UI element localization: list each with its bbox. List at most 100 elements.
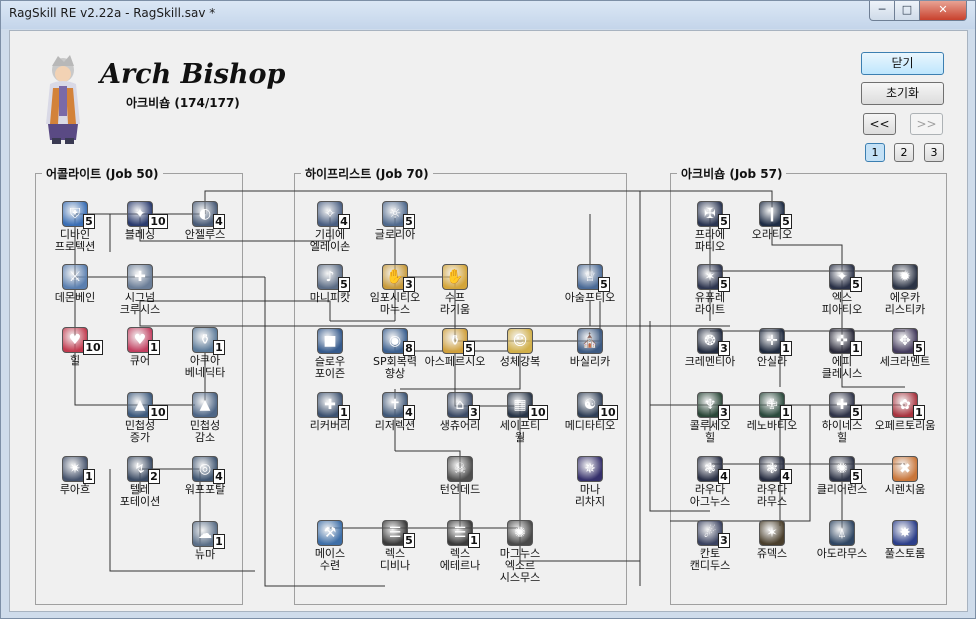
epiclesis-icon[interactable]: ✜1 [829,328,862,356]
skill-suffragium[interactable]: ✋수프 라기움 [415,264,495,324]
heart-icon[interactable]: ♥1 [127,327,160,355]
sanctuary-icon[interactable]: ⌂3 [447,392,480,420]
judex-icon[interactable]: ✶ [759,520,785,546]
skill-basilica[interactable]: ⛪바실리카 [550,328,630,388]
pneuma-icon[interactable]: ☁1 [192,521,225,549]
teleport-icon[interactable]: ↯2 [127,456,160,484]
bottle-icon[interactable]: ⚱5 [442,328,475,356]
skill-signum-crucis[interactable]: ✚시그넘 크루시스 [100,264,180,324]
ancilla-icon[interactable]: ✛1 [759,328,792,356]
judex-icon[interactable]: ✶5 [697,264,730,292]
blessing-icon[interactable]: ✦10 [127,201,168,229]
minimize-button[interactable]: ─ [869,1,895,21]
expiatio-icon[interactable]: ✦5 [829,264,862,292]
skill-mana-recharge[interactable]: ✵마나 리차지 [550,456,630,516]
resurrection-icon[interactable]: ✝4 [382,392,415,420]
mana-icon[interactable]: ✵ [577,456,603,482]
sacrament-icon[interactable]: ✥5 [892,328,925,356]
page-3-button[interactable]: 3 [924,143,944,162]
skill-silentium[interactable]: ✖시렌치움 [865,456,945,516]
skill-mace-mastery[interactable]: ⚒메이스 수련 [290,520,370,580]
magnus-icon[interactable]: ✺ [507,520,533,546]
ruwach-icon[interactable]: ✷1 [62,456,95,484]
close-window-button[interactable]: ✕ [919,1,967,21]
angelus-icon[interactable]: ◐4 [192,201,225,229]
clementia-icon[interactable]: ❂3 [697,328,730,356]
wall-icon[interactable]: ▦10 [507,392,548,420]
gloria-icon[interactable]: ☼5 [382,201,415,229]
reset-button[interactable]: 초기화 [861,82,944,105]
page-1-button[interactable]: 1 [865,143,885,162]
skill-slow-poison[interactable]: ■슬로우 포이즌 [290,328,370,388]
bottle-icon[interactable]: ⚱1 [192,327,225,355]
sword-icon[interactable]: ⚔ [62,264,88,290]
renovatio-icon[interactable]: ✙1 [759,392,792,420]
highness-icon[interactable]: ✚5 [829,392,862,420]
offertorium-icon[interactable]: ✿1 [892,392,925,420]
sp-icon[interactable]: ◉8 [382,328,415,356]
lauda-icon[interactable]: ❃4 [697,456,730,484]
basilica-icon[interactable]: ⛪ [577,328,603,354]
cross-icon[interactable]: ✚ [127,264,153,290]
shield-icon[interactable]: ⛨5 [62,201,95,229]
silentium-icon[interactable]: ✖ [892,456,918,482]
title-bar[interactable]: RagSkill RE v2.22a - RagSkill.sav * ─ □ … [1,1,975,29]
skill-epiclesis-star[interactable]: ✹에우카 리스티카 [865,264,945,324]
skill-demon-bane[interactable]: ⚔데몬베인 [35,264,115,324]
lauda-icon[interactable]: ❃4 [759,456,792,484]
skill-turn-undead[interactable]: ☠턴언데드 [420,456,500,516]
canto-icon[interactable]: ☄3 [697,520,730,548]
coluceo-icon[interactable]: ♆3 [697,392,730,420]
lex-icon[interactable]: ☰5 [382,520,415,548]
magnificat-icon[interactable]: ♪5 [317,264,350,292]
skill-duple[interactable]: ✶쥬덱스 [732,520,812,580]
maximize-button[interactable]: □ [894,1,920,21]
assumptio-icon[interactable]: ♕5 [577,264,610,292]
recovery-icon[interactable]: ✚1 [317,392,350,420]
close-button[interactable]: 닫기 [861,52,944,75]
undead-icon[interactable]: ☠ [447,456,473,482]
mace-icon[interactable]: ⚒ [317,520,343,546]
next-button[interactable]: >> [910,113,943,135]
skill-adoramus[interactable]: ⍋아도라무스 [802,520,882,580]
heart-icon[interactable]: ♥10 [62,327,103,355]
boot-icon[interactable]: ▲ [192,392,218,418]
clearance-icon[interactable]: ✺5 [829,456,862,484]
portal-icon[interactable]: ◎4 [192,456,225,484]
meditatio-icon[interactable]: ☯10 [577,392,618,420]
skill-decrease-agi[interactable]: ▲민첩성 감소 [165,392,245,452]
